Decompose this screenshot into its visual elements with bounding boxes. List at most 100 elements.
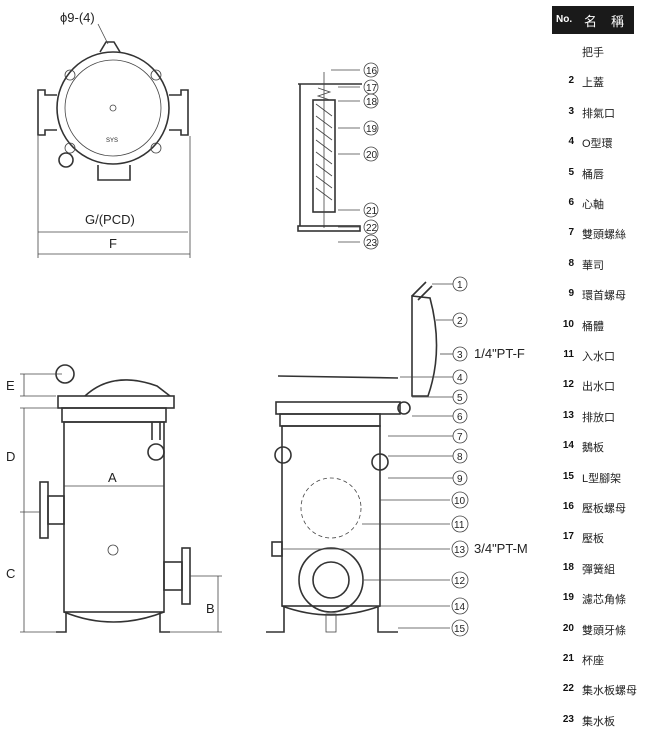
callout-21: 21 [366,206,378,217]
callout-17: 17 [366,83,378,94]
part-number: 18 [562,561,574,573]
callout-14-circle [451,597,469,615]
side-pivot [397,401,411,415]
callout-7-circle [452,428,468,444]
callout-6-circle [452,408,468,424]
parts-table-row: 2 上蓋 [548,72,648,90]
part-name: 鵝板 [582,442,604,455]
side-clamp-band [279,413,381,427]
parts-table-row: 9 環首螺母 [548,285,648,303]
top-port-note: 1/4"PT-F [474,346,525,361]
front-clamp-bolt [151,422,161,440]
front-elevation: E D C A B [6,364,222,633]
callout-5: 5 [457,393,463,404]
part-number: 23 [562,713,574,725]
d-label: D [6,449,15,464]
top-view-center [109,104,117,112]
callout-20-circle [363,146,379,162]
part-name: 集水板 [582,715,615,728]
parts-table-header-no: No. [556,14,573,25]
e-label: E [6,378,15,393]
callout-2: 2 [457,316,463,327]
part-number: 22 [562,683,574,695]
callout-12: 12 [454,576,466,587]
part-number: 10 [562,318,574,330]
callout-13: 13 [454,545,466,556]
top-view-lid-circle [64,59,162,157]
front-inlet-pipe [47,495,65,525]
part-number: 16 [562,501,574,512]
part-name: O型環 [582,138,613,151]
part-number: 17 [562,531,574,543]
callout-14: 14 [454,602,466,613]
callout-16-circle [363,62,379,78]
callout-18-circle [363,93,379,109]
top-view-bolt-4 [150,142,162,154]
part-number: 13 [562,409,574,421]
callout-3-circle [452,346,468,362]
callout-19: 19 [366,124,378,135]
part-name: 排氣口 [582,107,615,120]
callout-20: 20 [366,150,378,161]
top-view-right-flange [169,89,189,136]
callout-4-circle [452,369,468,385]
part-name: 雙頭螺絲 [582,229,626,242]
part-number: 3 [568,105,574,117]
parts-table-row: 把手 [548,42,648,60]
front-inlet-flange [39,481,49,539]
part-name: 把手 [582,47,604,59]
callout-11-circle [451,515,469,533]
part-name: 雙頭牙條 [582,624,626,637]
callout-13-circle [451,540,469,558]
parts-table-row: 10 桶體 [548,316,648,334]
part-number: 19 [562,592,574,604]
parts-table-row: 3 排氣口 [548,103,648,121]
parts-table-header [552,6,634,34]
callout-15-circle [451,619,469,637]
top-view: SYS ϕ9-(4) G/(PCD) F [37,10,191,258]
callout-5-circle [452,389,468,405]
callout-22-circle [363,219,379,235]
callout-2-circle [452,312,468,328]
front-clamp-band [61,407,167,423]
top-view-bottom-lug [97,165,131,181]
part-name: 出水口 [582,381,615,394]
callout-10: 10 [454,496,466,507]
callout-8: 8 [457,452,463,463]
part-number: 11 [563,349,574,360]
parts-table-header-name: 名稱 [584,14,639,29]
callout-3: 3 [457,350,463,361]
part-number: 9 [568,288,574,300]
part-number: 21 [562,653,574,664]
part-number: 8 [568,257,574,269]
part-name: 上蓋 [582,77,604,90]
callout-1-circle [452,276,468,292]
front-legs [56,612,170,633]
part-number: 2 [568,75,574,87]
callout-7: 7 [457,432,463,443]
part-number: 6 [568,197,574,208]
b-label: B [206,601,215,616]
part-name: 環首螺母 [582,290,626,303]
top-view-bolt-1 [64,69,76,81]
callout-1: 1 [457,280,463,291]
top-view-plate-text: SYS [106,138,118,144]
part-name: 桶體 [582,320,604,333]
front-top-flange [57,395,175,409]
callout-21-circle [363,202,379,218]
callout-6: 6 [457,412,463,423]
part-name: 入水口 [582,351,615,363]
callout-16: 16 [366,66,378,77]
hole-spec-label: ϕ9-(4) [60,10,95,25]
side-outlet-flange [298,547,364,613]
